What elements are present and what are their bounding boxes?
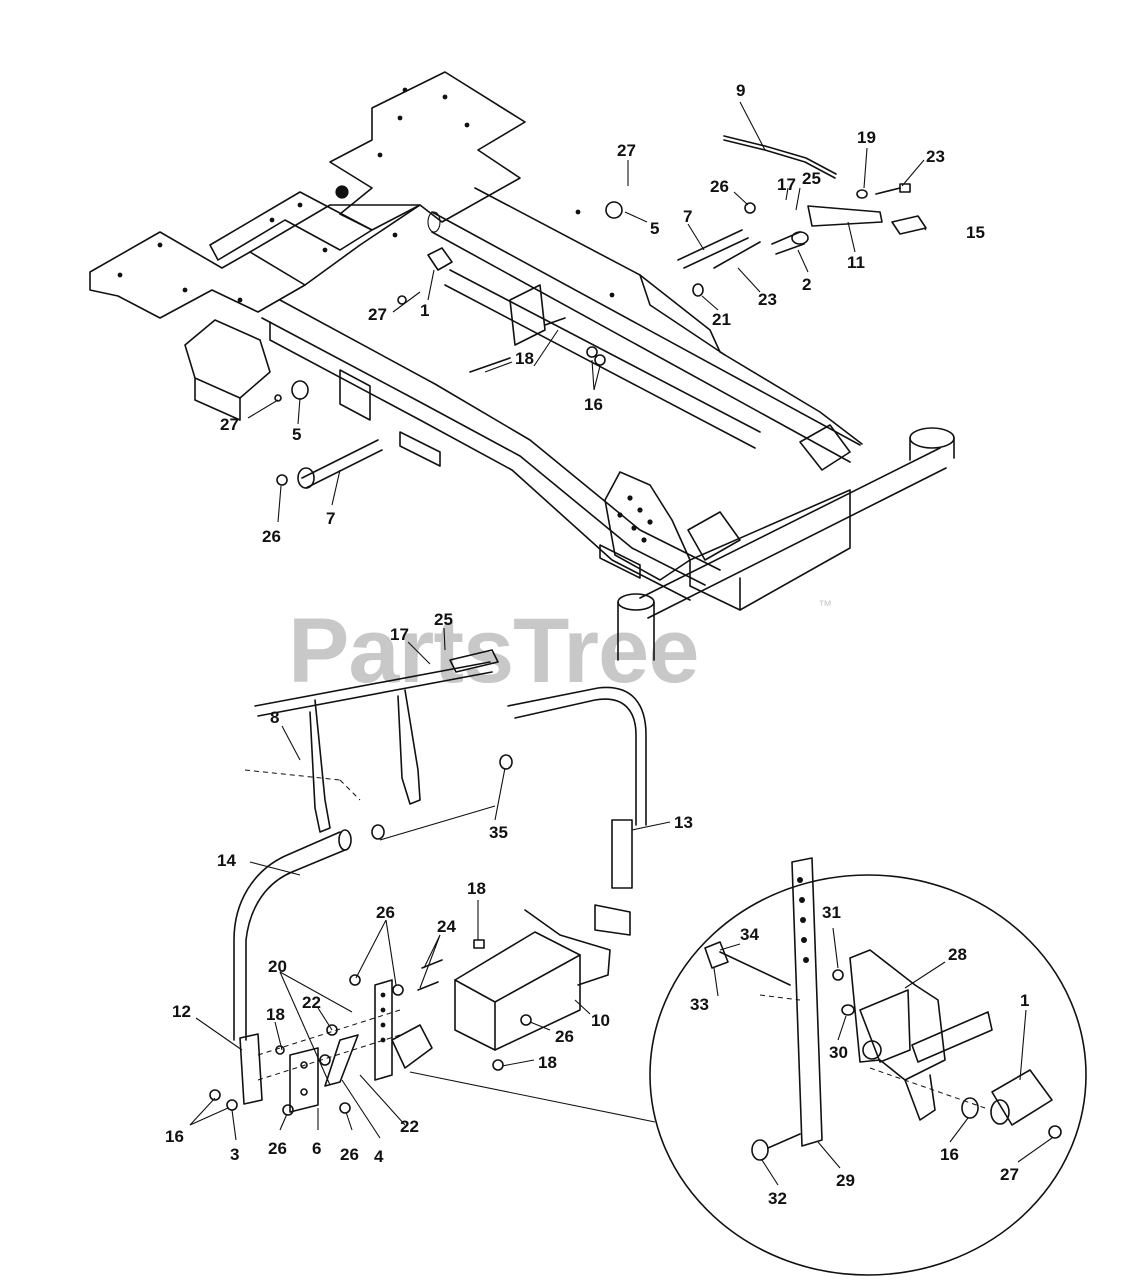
lower-assembly bbox=[209, 649, 647, 1116]
callout-26f: 26 bbox=[340, 1145, 359, 1164]
callout-26b: 26 bbox=[262, 527, 281, 546]
callout-30: 30 bbox=[829, 1043, 848, 1062]
callout-27b: 27 bbox=[368, 305, 387, 324]
callout-26d: 26 bbox=[555, 1027, 574, 1046]
leader-lines bbox=[189, 101, 1053, 1186]
callout-17: 17 bbox=[777, 175, 796, 194]
callout-7: 7 bbox=[683, 207, 692, 226]
callout-26c: 26 bbox=[376, 903, 395, 922]
callout-2: 2 bbox=[802, 275, 811, 294]
callout-31: 31 bbox=[822, 903, 841, 922]
callout-27: 27 bbox=[617, 141, 636, 160]
callout-9: 9 bbox=[736, 81, 745, 100]
callout-18d: 18 bbox=[538, 1053, 557, 1072]
callout-26: 26 bbox=[710, 177, 729, 196]
callout-19: 19 bbox=[857, 128, 876, 147]
callout-23: 23 bbox=[926, 147, 945, 166]
callout-3: 3 bbox=[230, 1145, 239, 1164]
upper-small-parts bbox=[274, 135, 927, 489]
callout-1: 1 bbox=[420, 301, 429, 320]
callout-17b: 17 bbox=[390, 625, 409, 644]
callout-29: 29 bbox=[836, 1171, 855, 1190]
callout-35: 35 bbox=[489, 823, 508, 842]
callout-10: 10 bbox=[591, 1011, 610, 1030]
callout-34: 34 bbox=[740, 925, 759, 944]
callout-28: 28 bbox=[948, 945, 967, 964]
callout-4: 4 bbox=[374, 1147, 384, 1166]
callout-12: 12 bbox=[172, 1002, 191, 1021]
callout-16b: 16 bbox=[165, 1127, 184, 1146]
callout-6: 6 bbox=[312, 1139, 321, 1158]
callout-27c: 27 bbox=[220, 415, 239, 434]
callout-21: 21 bbox=[712, 310, 731, 329]
callout-22: 22 bbox=[302, 993, 321, 1012]
callout-1b: 1 bbox=[1020, 991, 1029, 1010]
callout-32: 32 bbox=[768, 1189, 787, 1208]
callout-7b: 7 bbox=[326, 509, 335, 528]
callout-20: 20 bbox=[268, 957, 287, 976]
watermark: PartsTree ™ bbox=[288, 597, 832, 702]
callout-26e: 26 bbox=[268, 1139, 287, 1158]
callout-25b: 25 bbox=[434, 610, 453, 629]
watermark-trademark: ™ bbox=[818, 597, 832, 613]
watermark-text: PartsTree bbox=[288, 600, 698, 702]
callout-25: 25 bbox=[802, 169, 821, 188]
callout-16: 16 bbox=[584, 395, 603, 414]
callout-18b: 18 bbox=[467, 879, 486, 898]
main-frame bbox=[89, 71, 955, 661]
callout-8: 8 bbox=[270, 708, 279, 727]
callout-15: 15 bbox=[966, 223, 985, 242]
callout-5b: 5 bbox=[292, 425, 301, 444]
callout-16c: 16 bbox=[940, 1145, 959, 1164]
detail-view bbox=[409, 857, 1087, 1276]
callout-11: 11 bbox=[847, 253, 865, 272]
callout-27d: 27 bbox=[1000, 1165, 1019, 1184]
callout-33: 33 bbox=[690, 995, 709, 1014]
callout-18c: 18 bbox=[266, 1005, 285, 1024]
callout-24: 24 bbox=[437, 917, 456, 936]
callout-13: 13 bbox=[674, 813, 693, 832]
callout-22b: 22 bbox=[400, 1117, 419, 1136]
callout-23b: 23 bbox=[758, 290, 777, 309]
callout-14: 14 bbox=[217, 851, 236, 870]
callout-18: 18 bbox=[515, 349, 534, 368]
callout-numbers: 9 27 19 23 26 17 25 5 7 15 11 2 23 21 27… bbox=[165, 81, 1029, 1208]
callout-5: 5 bbox=[650, 219, 659, 238]
